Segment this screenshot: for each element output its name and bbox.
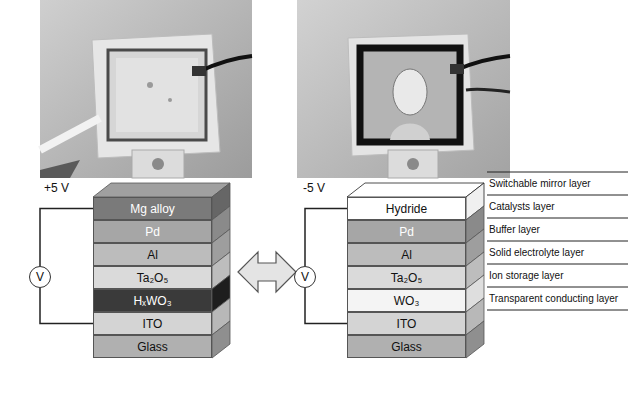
- layer-label: Ion storage layer: [489, 265, 564, 286]
- layer-label: Buffer layer: [489, 219, 540, 240]
- layer-name: Al: [147, 248, 158, 262]
- layer-box: ITO: [93, 312, 212, 335]
- layer-label: Transparent conducting layer: [489, 288, 618, 309]
- layer-name: ITO: [397, 317, 417, 331]
- layer-name: Mg alloy: [130, 202, 175, 216]
- layer-name: Pd: [145, 225, 160, 239]
- layer-name: Ta₂O₅: [391, 271, 423, 285]
- layer-box: Pd: [347, 220, 466, 243]
- layer-box: HₓWO₃: [93, 289, 212, 312]
- wire: [40, 209, 93, 267]
- layer-box: Hydride: [347, 197, 466, 220]
- layer-name: Hydride: [386, 202, 427, 216]
- voltmeter-circle: V: [29, 266, 51, 288]
- label-rules: [487, 172, 628, 310]
- wire: [305, 288, 347, 324]
- layer-box: Ta₂O₅: [347, 266, 466, 289]
- switch-arrow: [238, 252, 296, 292]
- layer-box: ITO: [347, 312, 466, 335]
- voltage-label: +5 V: [44, 181, 69, 195]
- layer-name: ITO: [143, 317, 163, 331]
- photo-colored: [40, 0, 252, 178]
- layer-name: HₓWO₃: [133, 294, 171, 308]
- layer-label: Switchable mirror layer: [489, 173, 591, 194]
- wire: [40, 288, 93, 324]
- layer-box: Al: [93, 243, 212, 266]
- layer-label: Solid electrolyte layer: [489, 242, 584, 263]
- layer-name: Glass: [391, 340, 422, 354]
- layer-name: Pd: [399, 225, 414, 239]
- stack-faces: [93, 183, 230, 358]
- layer-name: Ta₂O₅: [137, 271, 169, 285]
- layer-box: Ta₂O₅: [93, 266, 212, 289]
- layer-box: Mg alloy: [93, 197, 212, 220]
- layer-box: Pd: [93, 220, 212, 243]
- layer-box: Al: [347, 243, 466, 266]
- meter-symbol: V: [36, 270, 44, 284]
- layer-name: Al: [401, 248, 412, 262]
- meter-symbol: V: [301, 270, 309, 284]
- layer-box: WO₃: [347, 289, 466, 312]
- layer-label: Catalysts layer: [489, 196, 555, 217]
- stack-faces: [347, 183, 484, 358]
- layer-box: Glass: [93, 335, 212, 358]
- layer-name: Glass: [137, 340, 168, 354]
- layer-box: Glass: [347, 335, 466, 358]
- wire: [305, 209, 347, 267]
- layer-name: WO₃: [394, 294, 420, 308]
- voltage-label: -5 V: [303, 181, 325, 195]
- voltmeter-circle: V: [294, 266, 316, 288]
- photo-mirror: [297, 0, 510, 178]
